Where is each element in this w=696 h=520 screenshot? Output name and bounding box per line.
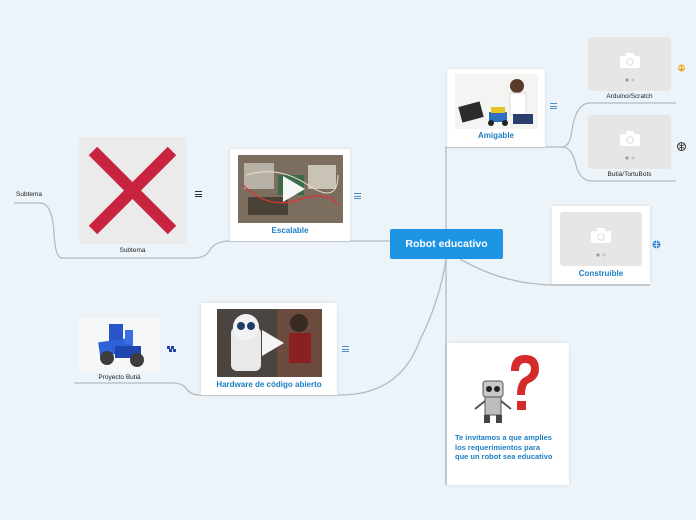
pager-dots bbox=[624, 78, 635, 82]
menu-icon[interactable] bbox=[550, 103, 557, 109]
subtema-card-label: Subtema bbox=[119, 247, 146, 254]
topic-amigable[interactable]: Amigable bbox=[447, 69, 545, 147]
topic-requirements[interactable]: Te invitamos a que amplíes los requerimi… bbox=[447, 343, 569, 485]
play-icon[interactable] bbox=[261, 330, 284, 356]
link-icon[interactable] bbox=[167, 345, 176, 353]
requirements-text: Te invitamos a que amplíes los requerimi… bbox=[455, 433, 553, 461]
butia-tortubots-label: Butiá/TortuBots bbox=[607, 171, 652, 178]
menu-icon[interactable] bbox=[354, 193, 361, 199]
question-robot-image bbox=[474, 355, 539, 423]
amigable-photo bbox=[455, 74, 538, 129]
hardware-label: Hardware de código abierto bbox=[216, 380, 322, 389]
pager-dots bbox=[624, 156, 635, 160]
escalable-video-thumbnail[interactable] bbox=[238, 155, 343, 223]
robot-kid-image bbox=[455, 74, 538, 129]
subtema-image bbox=[79, 137, 186, 244]
arduino-scratch-label: Arduino/Scratch bbox=[606, 93, 653, 100]
menu-icon[interactable] bbox=[195, 191, 202, 197]
subtema-text[interactable]: Subtema bbox=[16, 191, 43, 198]
hardware-video-thumbnail[interactable] bbox=[217, 309, 322, 377]
topic-escalable[interactable]: Escalable bbox=[230, 149, 350, 241]
escalable-label: Escalable bbox=[271, 226, 309, 235]
amigable-label: Amigable bbox=[477, 131, 514, 140]
butia-image-placeholder bbox=[588, 115, 671, 169]
central-topic[interactable]: Robot educativo bbox=[390, 229, 503, 259]
globe-icon[interactable] bbox=[677, 142, 686, 151]
construible-image-placeholder bbox=[560, 212, 642, 266]
proyecto-butia-label: Proyecto Butiá bbox=[98, 374, 141, 381]
camera-icon bbox=[591, 228, 611, 243]
pager-dots bbox=[596, 253, 606, 257]
camera-icon bbox=[619, 53, 640, 68]
scratch-cat-icon bbox=[678, 64, 685, 72]
menu-icon[interactable] bbox=[342, 346, 349, 352]
butia-robot-image bbox=[79, 318, 160, 372]
proyecto-butia-image bbox=[79, 318, 160, 372]
play-icon[interactable] bbox=[282, 176, 305, 202]
camera-icon bbox=[619, 131, 640, 146]
topic-hardware[interactable]: Hardware de código abierto bbox=[201, 303, 337, 395]
topic-construible[interactable]: Construible bbox=[552, 206, 650, 284]
arduino-image-placeholder bbox=[588, 37, 671, 91]
close-icon bbox=[88, 146, 177, 235]
construible-label: Construible bbox=[578, 269, 624, 278]
central-topic-label: Robot educativo bbox=[405, 238, 488, 250]
globe-icon[interactable] bbox=[652, 240, 661, 249]
